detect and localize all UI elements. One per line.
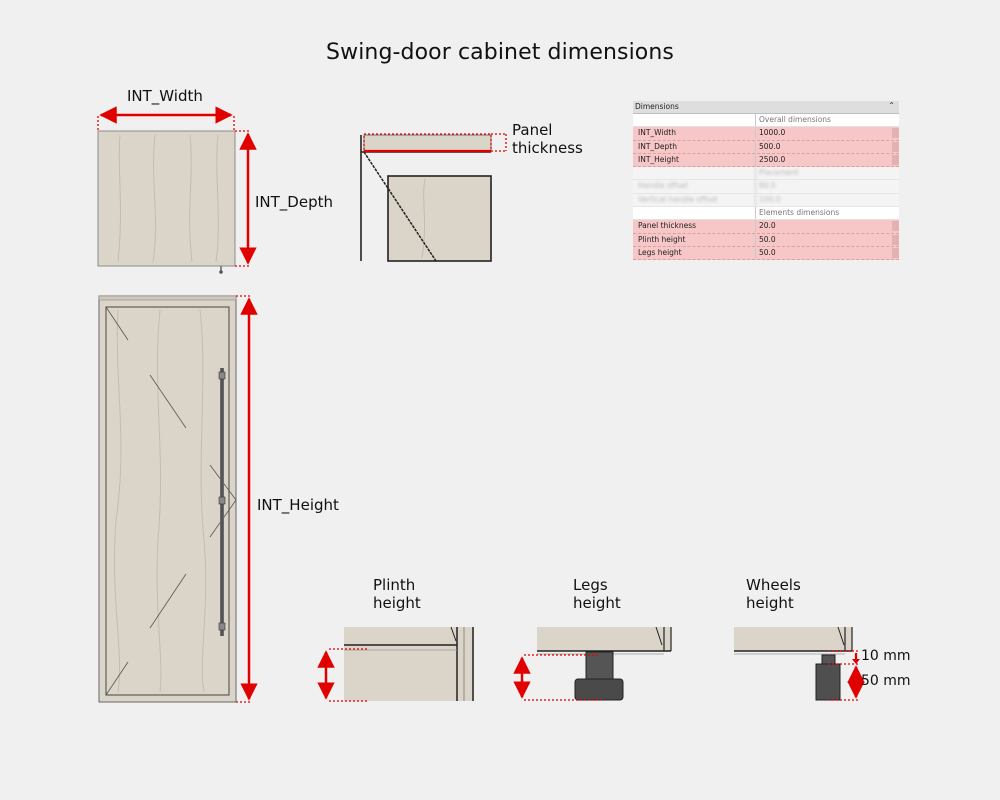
property-name: INT_Height <box>638 154 679 164</box>
front-view <box>98 295 258 703</box>
section-title: Elements dimensions <box>755 207 894 220</box>
property-row-panel-thickness[interactable]: Panel thickness 20.0 <box>633 220 899 234</box>
property-name: INT_Depth <box>638 141 677 151</box>
double-chevron-up-icon[interactable]: ⌃ <box>888 101 895 110</box>
wheels-detail <box>734 626 865 701</box>
property-row-int-depth[interactable]: INT_Depth 500.0 <box>633 140 899 154</box>
diagram-title: Swing-door cabinet dimensions <box>326 40 674 65</box>
wheel-50mm-label: 50 mm <box>861 673 911 689</box>
panel-thickness-detail <box>360 133 507 262</box>
property-name: Vertical handle offset <box>638 194 718 204</box>
row-side-handle <box>892 154 899 165</box>
wheel-10mm-label: 10 mm <box>861 648 911 664</box>
property-row-int-width[interactable]: INT_Width 1000.0 <box>633 127 899 141</box>
plinth-detail <box>317 626 474 702</box>
plinth-height-label-line1: Plinth <box>373 576 416 594</box>
property-value[interactable]: 20.0 <box>755 220 894 233</box>
section-elements-dimensions: Elements dimensions <box>633 207 899 221</box>
plinth-height-label-line2: height <box>373 594 421 612</box>
int-height-label: INT_Height <box>257 496 339 514</box>
property-name: INT_Width <box>638 128 676 138</box>
panel-header[interactable]: Dimensions ⌃ <box>633 101 899 114</box>
property-row-vertical-handle-offset[interactable]: Vertical handle offset 100.0 <box>633 193 899 208</box>
int-width-label: INT_Width <box>127 87 203 105</box>
legs-height-label-line1: Legs <box>573 576 608 594</box>
legs-height-label-line2: height <box>573 594 621 612</box>
wheels-height-label-line1: Wheels <box>746 576 801 594</box>
section-title: Overall dimensions <box>755 114 894 126</box>
property-value[interactable]: 1000.0 <box>755 127 894 140</box>
property-name: Panel thickness <box>638 221 697 231</box>
property-value[interactable]: 80.0 <box>755 180 894 193</box>
property-name: Handle offset <box>638 181 689 191</box>
panel-header-title: Dimensions <box>635 102 679 111</box>
property-value[interactable]: 2500.0 <box>755 153 894 166</box>
wheels-height-label-line2: height <box>746 594 794 612</box>
property-row-legs-height[interactable]: Legs height 50.0 <box>633 246 899 261</box>
properties-panel: Dimensions ⌃ Overall dimensions INT_Widt… <box>633 101 899 261</box>
property-value[interactable]: 50.0 <box>755 233 894 246</box>
top-view <box>97 106 257 274</box>
int-depth-label: INT_Depth <box>255 193 333 211</box>
property-name: Legs height <box>638 247 682 257</box>
property-name: Plinth height <box>638 234 686 244</box>
legs-detail <box>513 626 672 701</box>
property-row-plinth-height[interactable]: Plinth height 50.0 <box>633 233 899 247</box>
row-side-handle <box>892 141 899 152</box>
section-title: Placement <box>755 167 894 180</box>
panel-thickness-label-line2: thickness <box>512 139 583 157</box>
row-side-handle <box>892 247 899 258</box>
property-value[interactable]: 100.0 <box>755 193 894 206</box>
property-value[interactable]: 50.0 <box>755 246 894 259</box>
property-row-int-height[interactable]: INT_Height 2500.0 <box>633 153 899 168</box>
row-side-handle <box>892 128 899 139</box>
row-side-handle <box>892 234 899 245</box>
property-row-handle-offset[interactable]: Handle offset 80.0 <box>633 180 899 194</box>
panel-thickness-label-line1: Panel <box>512 121 553 139</box>
property-value[interactable]: 500.0 <box>755 140 894 153</box>
section-overall-dimensions: Overall dimensions <box>633 114 899 128</box>
section-placement: Placement <box>633 167 899 181</box>
row-side-handle <box>892 221 899 232</box>
